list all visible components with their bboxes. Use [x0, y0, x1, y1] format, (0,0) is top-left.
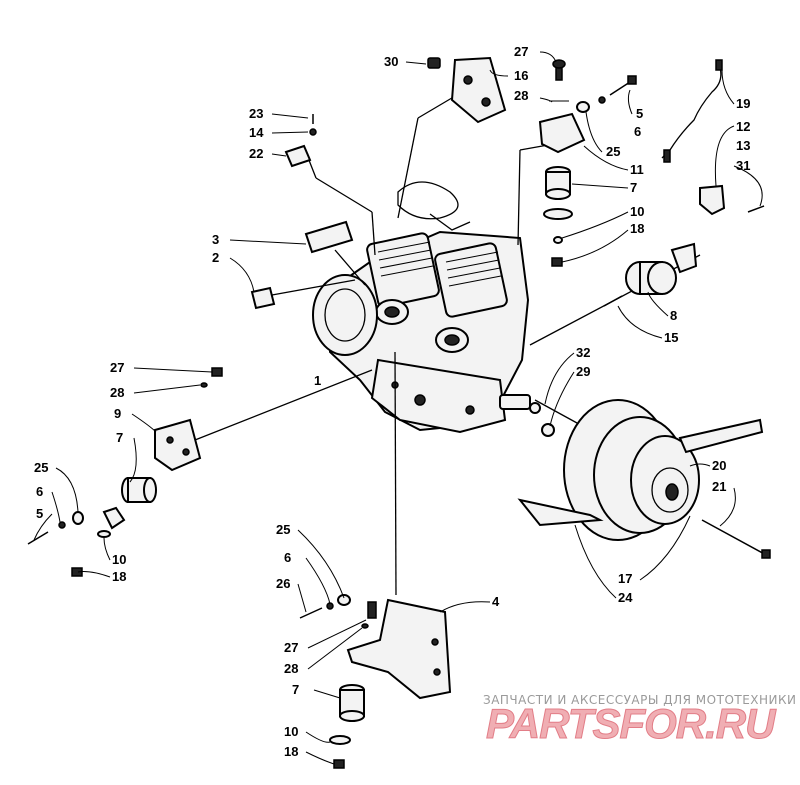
callout-1: 1	[314, 373, 321, 388]
callout-13: 13	[736, 138, 750, 153]
site-watermark: ЗАПЧАСТИ И АКСЕССУАРЫ ДЛЯ МОТОТЕХНИКИ PA…	[483, 693, 797, 748]
callout-28: 28	[514, 88, 528, 103]
leader-lines	[194, 91, 701, 596]
mount-11	[538, 59, 637, 267]
callout-6: 6	[36, 484, 43, 499]
callout-12: 12	[736, 119, 750, 134]
callout-7: 7	[292, 682, 299, 697]
watermark-tagline: ЗАПЧАСТИ И АКСЕССУАРЫ ДЛЯ МОТОТЕХНИКИ	[483, 693, 797, 707]
callout-28: 28	[110, 385, 124, 400]
callout-28: 28	[284, 661, 298, 676]
callout-17: 17	[618, 571, 632, 586]
callout-29: 29	[576, 364, 590, 379]
callout-leaders	[33, 51, 763, 765]
isolator-8	[603, 242, 698, 307]
callout-5: 5	[36, 506, 43, 521]
callout-22: 22	[249, 146, 263, 161]
callout-3: 3	[212, 232, 219, 247]
callout-16: 16	[514, 68, 528, 83]
callout-18: 18	[630, 221, 644, 236]
callout-6: 6	[634, 124, 641, 139]
callout-27: 27	[110, 360, 124, 375]
bracket-16	[427, 56, 507, 124]
callout-25: 25	[276, 522, 290, 537]
callout-24: 24	[618, 590, 633, 605]
mount-4	[299, 594, 452, 769]
callout-10: 10	[284, 724, 298, 739]
callout-8: 8	[670, 308, 677, 323]
callout-18: 18	[112, 569, 126, 584]
callout-10: 10	[112, 552, 126, 567]
callout-23: 23	[249, 106, 263, 121]
callout-6: 6	[284, 550, 291, 565]
watermark-logo: PARTSFOR.RU	[486, 700, 777, 747]
callout-25: 25	[606, 144, 620, 159]
callout-20: 20	[712, 458, 726, 473]
bracket-22	[284, 114, 317, 168]
callout-27: 27	[514, 44, 528, 59]
callout-18: 18	[284, 744, 298, 759]
callout-10: 10	[630, 204, 644, 219]
callout-4: 4	[492, 594, 500, 609]
callout-7: 7	[116, 430, 123, 445]
callout-30: 30	[384, 54, 398, 69]
callout-32: 32	[576, 345, 590, 360]
callout-21: 21	[712, 479, 726, 494]
callout-26: 26	[276, 576, 290, 591]
callout-2: 2	[212, 250, 219, 265]
cable-19	[661, 59, 765, 216]
callout-27: 27	[284, 640, 298, 655]
engine-assembly	[312, 181, 531, 434]
callout-7: 7	[630, 180, 637, 195]
callout-15: 15	[664, 330, 678, 345]
callout-14: 14	[249, 125, 264, 140]
callout-25: 25	[34, 460, 48, 475]
plates-2-3	[250, 220, 354, 310]
callout-11: 11	[630, 162, 644, 177]
callout-labels: 30 16 27 28 5 6 25 11 7 10 18 19 12 13 3…	[34, 44, 750, 759]
callout-31: 31	[736, 158, 750, 173]
callout-9: 9	[114, 406, 121, 421]
callout-5: 5	[636, 106, 643, 121]
drive-clutch	[517, 399, 771, 559]
mount-9	[27, 367, 223, 577]
callout-19: 19	[736, 96, 750, 111]
